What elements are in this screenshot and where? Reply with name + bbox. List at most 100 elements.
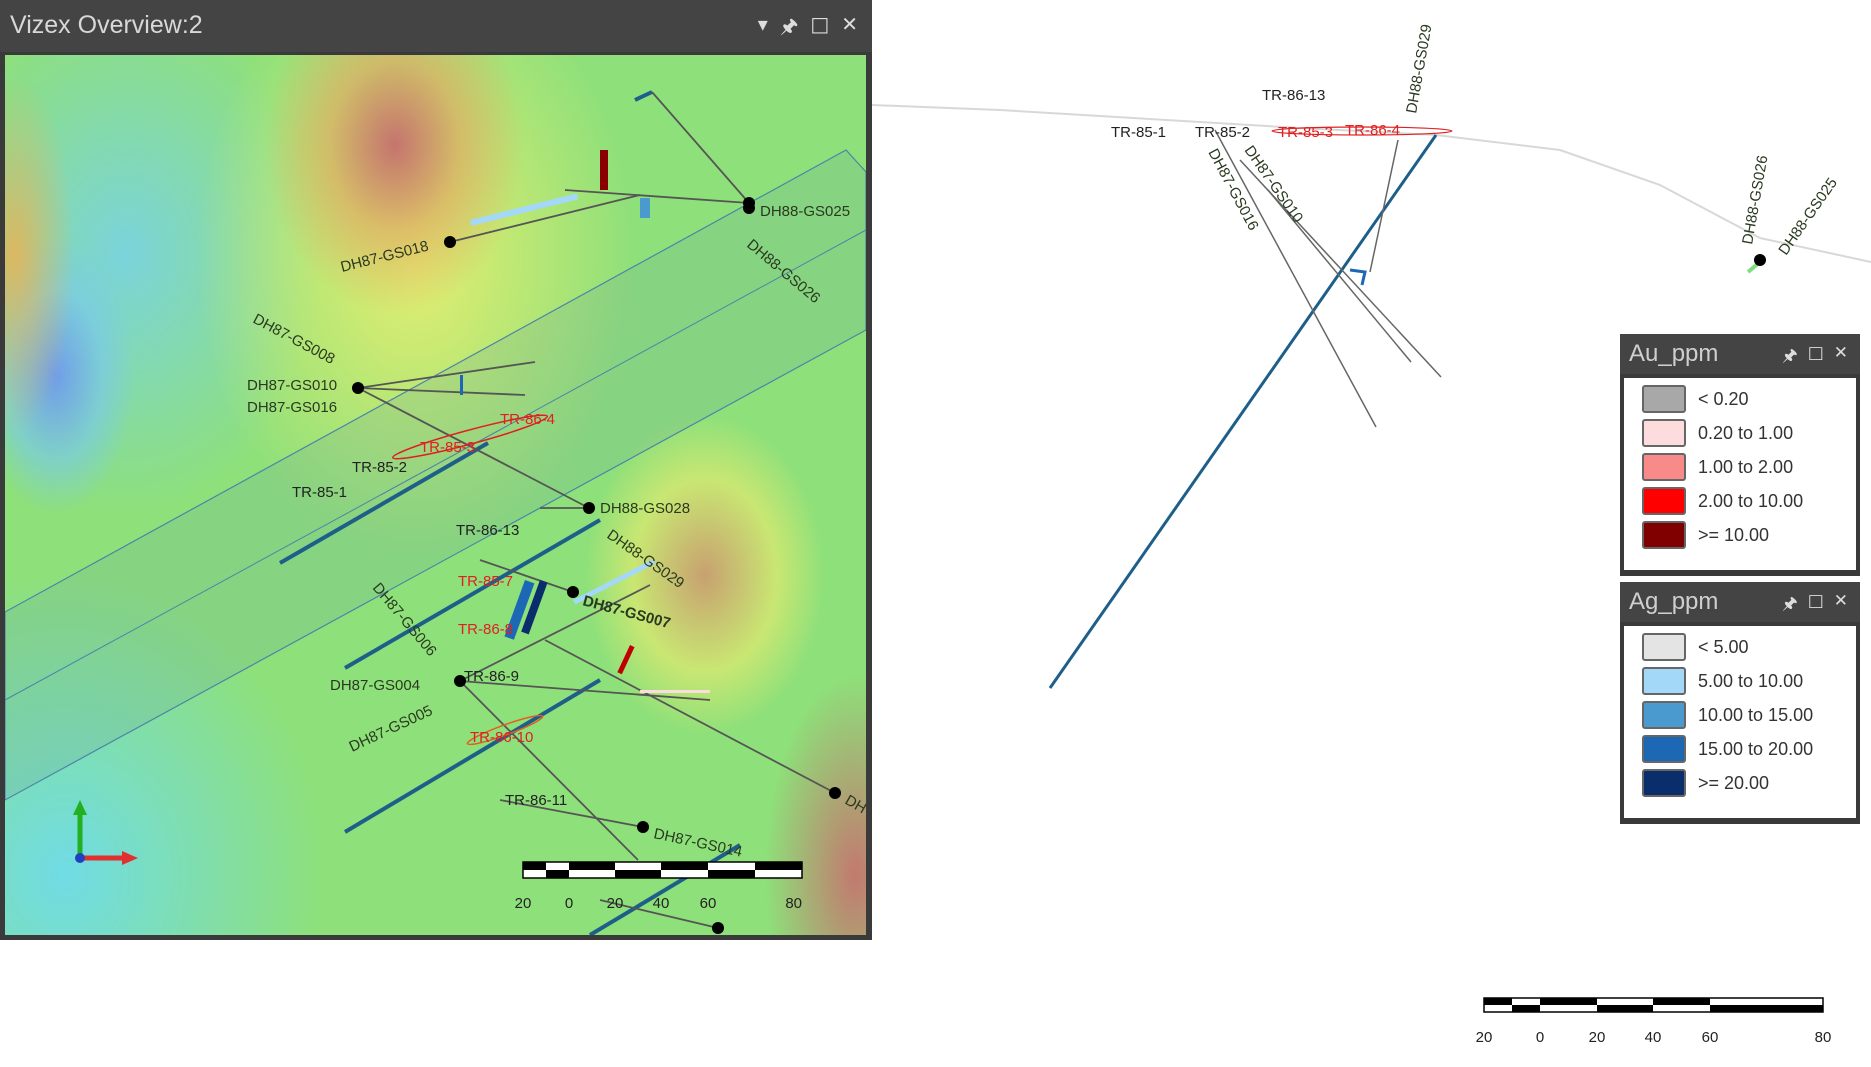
plan-map-view[interactable]: DH88-GS025 DH88-GS026 DH87-GS018 DH87-GS… xyxy=(5,55,866,935)
legend-item: 15.00 to 20.00 xyxy=(1642,734,1813,764)
legend-item: 1.00 to 2.00 xyxy=(1642,452,1793,482)
band-centerline xyxy=(5,229,866,701)
legend-body: < 5.00 5.00 to 10.00 10.00 to 15.00 15.0… xyxy=(1624,626,1856,818)
fault-line xyxy=(279,441,489,565)
window-titlebar[interactable]: Vizex Overview:2 ▾ 🖈 □ ✕ xyxy=(0,0,872,52)
legend-item-label: 10.00 to 15.00 xyxy=(1698,704,1814,725)
legend-item-label: < 5.00 xyxy=(1698,636,1749,657)
drillhole-label: DH87-GS010 xyxy=(247,377,337,394)
window-title: Vizex Overview:2 xyxy=(10,11,203,39)
swatch xyxy=(1642,667,1686,695)
legend-item-label: < 0.20 xyxy=(1698,388,1749,409)
trench-outline xyxy=(1271,126,1453,136)
swatch xyxy=(1642,701,1686,729)
close-icon[interactable]: ✕ xyxy=(1833,343,1848,363)
trench-label: TR-85-3 xyxy=(1278,124,1333,141)
section-scale-bar: 20 0 20 40 60 80 xyxy=(1476,997,1832,1046)
trench-label: TR-85-2 xyxy=(1195,124,1250,141)
legend-item-label: 0.20 to 1.00 xyxy=(1698,422,1794,443)
fault-line xyxy=(588,843,742,935)
scale-tick-label: 60 xyxy=(1702,1029,1719,1046)
close-icon[interactable]: ✕ xyxy=(1833,591,1848,611)
drillhole-label: DH xyxy=(842,792,866,818)
pin-icon[interactable]: 🖈 xyxy=(1781,594,1798,614)
scale-tick-label: 40 xyxy=(653,895,670,912)
legend-titlebar[interactable]: Au_ppm 🖈 □ ✕ xyxy=(1620,334,1860,374)
drillhole-label: DH88-GS025 xyxy=(760,203,850,220)
scale-tick-label: 80 xyxy=(785,895,802,912)
trench-label: TR-86-13 xyxy=(1262,87,1325,104)
scale-tick-label: 20 xyxy=(1589,1029,1606,1046)
scale-tick-label: 80 xyxy=(1815,1029,1832,1046)
legend-item: >= 10.00 xyxy=(1642,520,1769,550)
au-ppm-legend: Au_ppm 🖈 □ ✕ < 0.20 0.20 to 1.00 1.00 to 2… xyxy=(1620,334,1860,576)
fault-line xyxy=(343,678,602,834)
drillhole-label: DH87-GS008 xyxy=(250,311,337,368)
legend-item-label: 5.00 to 10.00 xyxy=(1698,670,1804,691)
legend-item: 10.00 to 15.00 xyxy=(1642,700,1813,730)
scale-tick-label: 0 xyxy=(1536,1029,1544,1046)
drill-traces xyxy=(357,91,836,929)
scale-tick-label: 20 xyxy=(607,895,624,912)
maximize-icon[interactable]: □ xyxy=(1807,343,1824,363)
scale-tick-label: 20 xyxy=(1476,1029,1493,1046)
trench-label: TR-86-8 xyxy=(458,621,513,638)
axis-triad-icon xyxy=(73,800,138,865)
maximize-icon[interactable]: □ xyxy=(810,12,830,36)
assay-bars xyxy=(460,150,710,693)
drillhole-label: DH88-GS029 xyxy=(1403,23,1435,115)
drillhole-label: DH87-GS016 xyxy=(247,399,337,416)
legend-title: Au_ppm xyxy=(1629,340,1719,367)
scale-tick-label: 0 xyxy=(565,895,573,912)
legend-item: 0.20 to 1.00 xyxy=(1642,418,1793,448)
trench-label: TR-86-4 xyxy=(1345,122,1400,139)
scale-tick-label: 20 xyxy=(515,895,532,912)
drillhole-label: DH87-GS004 xyxy=(330,677,420,694)
drillhole-label: DH87-GS010 xyxy=(1241,143,1307,227)
swatch xyxy=(1642,521,1686,549)
legend-item: 2.00 to 10.00 xyxy=(1642,486,1803,516)
plan-map-overlay: DH88-GS025 DH88-GS026 DH87-GS018 DH87-GS… xyxy=(5,90,866,935)
trench-label: TR-85-1 xyxy=(1111,124,1166,141)
trench-label: TR-86-13 xyxy=(456,522,519,539)
trench-label: TR-85-2 xyxy=(352,459,407,476)
trench-label: TR-85-7 xyxy=(458,573,513,590)
fault-line xyxy=(1048,134,1438,689)
legend-item-label: 15.00 to 20.00 xyxy=(1698,738,1814,759)
fault-line xyxy=(343,518,602,670)
trench-label: TR-85-3 xyxy=(420,439,475,456)
drillhole-label: DH87-GS018 xyxy=(339,238,430,276)
legend-item: < 5.00 xyxy=(1642,632,1749,662)
scale-tick-label: 40 xyxy=(1645,1029,1662,1046)
drillhole-label: DH87-GS016 xyxy=(1204,146,1261,233)
drillhole-label: DH88-GS025 xyxy=(1775,175,1841,259)
swatch xyxy=(1642,633,1686,661)
maximize-icon[interactable]: □ xyxy=(1807,591,1824,611)
legend-item-label: >= 10.00 xyxy=(1698,524,1770,545)
pin-icon[interactable]: 🖈 xyxy=(1781,346,1798,366)
legend-title: Ag_ppm xyxy=(1629,588,1719,615)
section-drill-traces xyxy=(1214,129,1442,428)
trench-outline xyxy=(466,714,544,746)
legend-item: 5.00 to 10.00 xyxy=(1642,666,1803,696)
dropdown-icon[interactable]: ▾ xyxy=(757,12,768,36)
legend-body: < 0.20 0.20 to 1.00 1.00 to 2.00 2.00 to… xyxy=(1624,378,1856,570)
close-icon[interactable]: ✕ xyxy=(841,12,858,36)
drillhole-collar xyxy=(1754,254,1766,266)
swatch xyxy=(1642,769,1686,797)
fault-line xyxy=(634,90,653,102)
assay-bar xyxy=(1349,268,1367,286)
drillhole-label: DH88-GS028 xyxy=(600,500,690,517)
swatch xyxy=(1642,487,1686,515)
trench-label: TR-86-11 xyxy=(505,792,567,809)
legend-item: < 0.20 xyxy=(1642,384,1749,414)
trench-label: TR-86-4 xyxy=(500,411,555,428)
trench-label: TR-86-9 xyxy=(464,668,519,685)
drillhole-label: DH88-GS026 xyxy=(1739,154,1771,246)
scale-tick-label: 60 xyxy=(700,895,717,912)
drillhole-collars xyxy=(352,197,841,934)
drillhole-label: DH87-GS014 xyxy=(652,825,744,860)
pin-icon[interactable]: 🖈 xyxy=(779,14,799,38)
legend-titlebar[interactable]: Ag_ppm 🖈 □ ✕ xyxy=(1620,582,1860,622)
legend-item-label: >= 20.00 xyxy=(1698,772,1770,793)
